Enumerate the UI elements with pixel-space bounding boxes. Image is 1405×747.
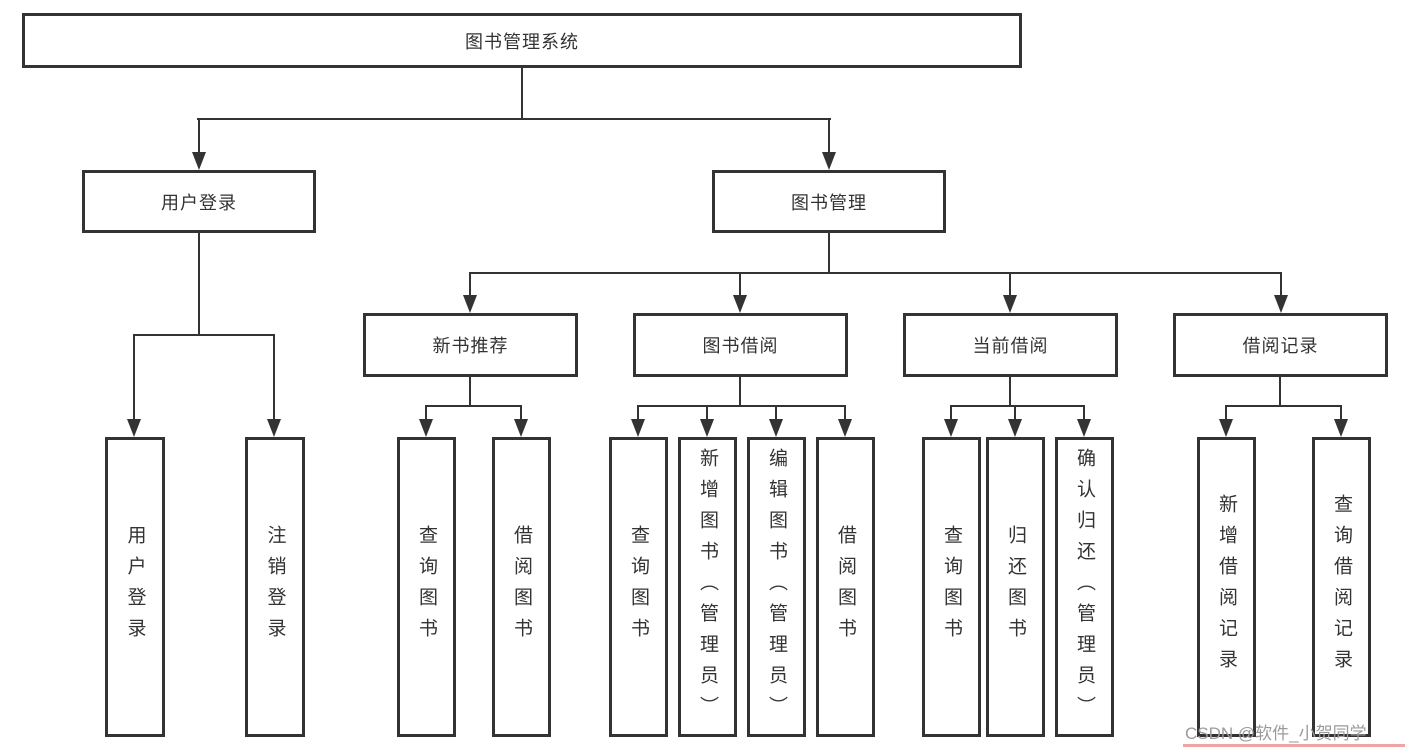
- connector-line: [198, 118, 200, 153]
- leaf-add-books-admin-label: 新增图书（管理员）: [697, 447, 718, 727]
- leaf-add-borrow-record: 新增借阅记录: [1197, 437, 1256, 737]
- leaf-query-borrow-record-label: 查询借阅记录: [1331, 494, 1352, 680]
- leaf-edit-books-admin-label: 编辑图书（管理员）: [766, 447, 787, 727]
- connector-line: [520, 405, 522, 420]
- leaf-confirm-return-admin: 确认归还（管理员）: [1055, 437, 1114, 737]
- connector-line: [828, 233, 830, 272]
- connector-line: [1014, 405, 1016, 420]
- leaf-logout: 注销登录: [245, 437, 305, 737]
- connector-line: [133, 334, 275, 336]
- arrow-down-icon: [700, 419, 714, 437]
- connector-line: [273, 334, 275, 419]
- leaf-add-borrow-record-label: 新增借阅记录: [1216, 494, 1237, 680]
- leaf-recommend-borrow-books-label: 借阅图书: [511, 525, 532, 649]
- connector-line: [637, 405, 639, 420]
- connector-line: [425, 405, 427, 420]
- watermark-strip: [1183, 744, 1405, 747]
- arrow-down-icon: [1008, 419, 1022, 437]
- leaf-recommend-query-books-label: 查询图书: [416, 525, 437, 649]
- leaf-recommend-query-books: 查询图书: [397, 437, 456, 737]
- leaf-borrow-books-label: 借阅图书: [835, 525, 856, 649]
- connector-line: [469, 272, 471, 296]
- arrow-down-icon: [1334, 419, 1348, 437]
- connector-line: [1009, 377, 1011, 405]
- connector-line: [1280, 272, 1282, 296]
- leaf-logout-label: 注销登录: [264, 525, 286, 649]
- leaf-borrow-query-books-label: 查询图书: [628, 525, 649, 649]
- arrow-down-icon: [419, 419, 433, 437]
- connector-line: [198, 233, 200, 334]
- leaf-query-borrow-record: 查询借阅记录: [1312, 437, 1371, 737]
- leaf-return-books: 归还图书: [986, 437, 1045, 737]
- connector-line: [775, 405, 777, 420]
- leaf-borrow-books: 借阅图书: [816, 437, 875, 737]
- connector-line: [828, 118, 830, 153]
- connector-line: [1225, 405, 1342, 407]
- arrow-down-icon: [267, 419, 281, 437]
- arrow-down-icon: [733, 295, 747, 313]
- arrow-down-icon: [838, 419, 852, 437]
- leaf-borrow-query-books: 查询图书: [609, 437, 668, 737]
- leaf-user-login-label: 用户登录: [124, 525, 146, 649]
- node-current-borrow-label: 当前借阅: [972, 336, 1049, 356]
- node-current-borrow: 当前借阅: [903, 313, 1118, 377]
- node-new-book-recommend: 新书推荐: [363, 313, 578, 377]
- connector-line: [469, 377, 471, 405]
- connector-line: [133, 334, 135, 419]
- connector-line: [425, 405, 522, 407]
- connector-line: [521, 68, 523, 118]
- leaf-current-query-books-label: 查询图书: [941, 525, 962, 649]
- connector-line: [950, 405, 952, 420]
- leaf-edit-books-admin: 编辑图书（管理员）: [747, 437, 806, 737]
- arrow-down-icon: [1077, 419, 1091, 437]
- connector-line: [844, 405, 846, 420]
- arrow-down-icon: [822, 152, 836, 170]
- node-book-management-label: 图书管理: [791, 192, 867, 213]
- connector-line: [1225, 405, 1227, 420]
- node-book-borrow-label: 图书借阅: [702, 336, 779, 356]
- connector-line: [706, 405, 708, 420]
- arrow-down-icon: [514, 419, 528, 437]
- leaf-return-books-label: 归还图书: [1005, 525, 1026, 649]
- node-system: 图书管理系统: [22, 13, 1022, 68]
- node-borrow-records-label: 借阅记录: [1242, 336, 1319, 356]
- connector-line: [739, 377, 741, 405]
- node-user-login-label: 用户登录: [161, 192, 237, 213]
- leaf-user-login: 用户登录: [105, 437, 165, 737]
- arrow-down-icon: [769, 419, 783, 437]
- leaf-add-books-admin: 新增图书（管理员）: [678, 437, 737, 737]
- connector-line: [950, 405, 1085, 407]
- node-book-borrow: 图书借阅: [633, 313, 848, 377]
- leaf-confirm-return-admin-label: 确认归还（管理员）: [1074, 447, 1095, 727]
- connector-line: [1083, 405, 1085, 420]
- arrow-down-icon: [944, 419, 958, 437]
- connector-line: [1340, 405, 1342, 420]
- node-system-label: 图书管理系统: [465, 31, 579, 52]
- arrow-down-icon: [1274, 295, 1288, 313]
- node-borrow-records: 借阅记录: [1173, 313, 1388, 377]
- connector-line: [469, 272, 1282, 274]
- node-book-management: 图书管理: [712, 170, 946, 233]
- watermark-text: CSDN @软件_小贺同学: [1185, 724, 1367, 743]
- arrow-down-icon: [1219, 419, 1233, 437]
- arrow-down-icon: [463, 295, 477, 313]
- node-user-login: 用户登录: [82, 170, 316, 233]
- leaf-current-query-books: 查询图书: [922, 437, 981, 737]
- node-new-book-recommend-label: 新书推荐: [432, 336, 509, 356]
- arrow-down-icon: [1003, 295, 1017, 313]
- connector-line: [197, 118, 831, 120]
- arrow-down-icon: [631, 419, 645, 437]
- leaf-recommend-borrow-books: 借阅图书: [492, 437, 551, 737]
- arrow-down-icon: [192, 152, 206, 170]
- connector-line: [1279, 377, 1281, 405]
- connector-line: [739, 272, 741, 296]
- arrow-down-icon: [127, 419, 141, 437]
- connector-line: [637, 405, 846, 407]
- connector-line: [1009, 272, 1011, 296]
